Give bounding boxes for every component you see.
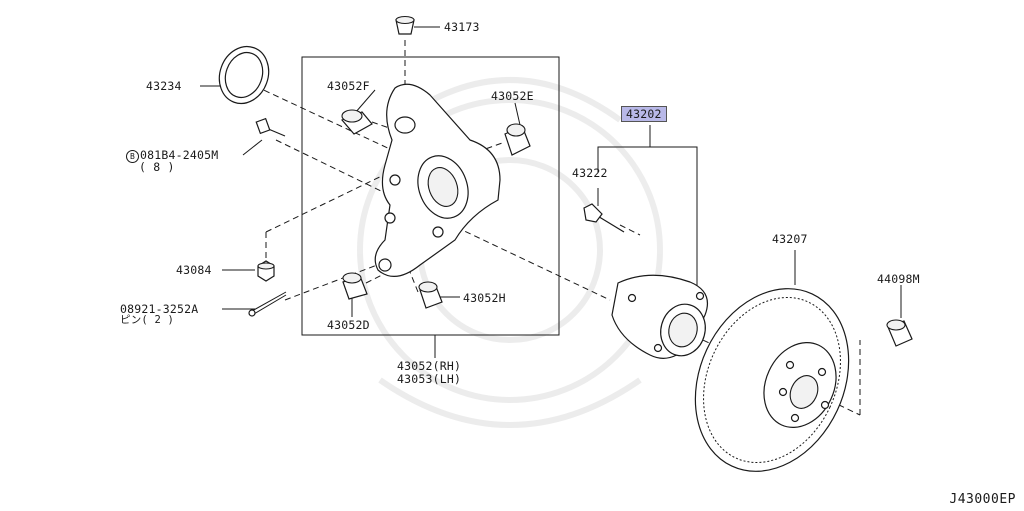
- hub-bolt-43222: [583, 203, 625, 233]
- watermark-emblem: [357, 77, 663, 428]
- label-43084[interactable]: 43084: [176, 263, 212, 277]
- label-44098m[interactable]: 44098M: [877, 272, 920, 286]
- plug-43173: [395, 15, 415, 35]
- label-pin-code[interactable]: 08921-3252A: [120, 302, 199, 316]
- bushing-43052d: [342, 272, 368, 300]
- bushing-43052e: [504, 123, 531, 156]
- hub-bearing-43202: [611, 274, 709, 359]
- label-43202[interactable]: 43202: [621, 106, 667, 122]
- leader-lines: [200, 26, 902, 358]
- knuckle-group-box: [301, 56, 560, 336]
- label-43222[interactable]: 43222: [572, 166, 608, 180]
- label-pin-qty: ピン( 2 ): [120, 314, 175, 326]
- circled-b-icon: B: [126, 150, 139, 163]
- steering-knuckle: [374, 83, 501, 277]
- cap-44098m: [886, 319, 913, 347]
- bolt-code-text: 081B4-2405M: [140, 148, 219, 162]
- label-43052d[interactable]: 43052D: [327, 318, 370, 332]
- seal-ring-43234: [218, 45, 270, 105]
- bushing-43052h: [418, 281, 443, 309]
- bolt-081b4: [255, 117, 286, 137]
- nut-43084: [257, 260, 275, 282]
- label-43173[interactable]: 43173: [444, 20, 480, 34]
- label-knuckle-rh[interactable]: 43052(RH): [397, 359, 462, 373]
- diagram-code: J43000EP: [949, 492, 1016, 507]
- brake-rotor-43207: [694, 288, 850, 472]
- bushing-43052f: [340, 109, 373, 135]
- label-knuckle-lh[interactable]: 43053(LH): [397, 372, 462, 386]
- label-bolt-qty: ( 8 ): [139, 160, 175, 174]
- label-43052f[interactable]: 43052F: [327, 79, 370, 93]
- label-43207[interactable]: 43207: [772, 232, 808, 246]
- label-43052h[interactable]: 43052H: [463, 291, 506, 305]
- hub-group-bracket: [597, 146, 698, 286]
- label-43234[interactable]: 43234: [146, 79, 182, 93]
- cotter-pin: [248, 291, 287, 317]
- label-43052e[interactable]: 43052E: [491, 89, 534, 103]
